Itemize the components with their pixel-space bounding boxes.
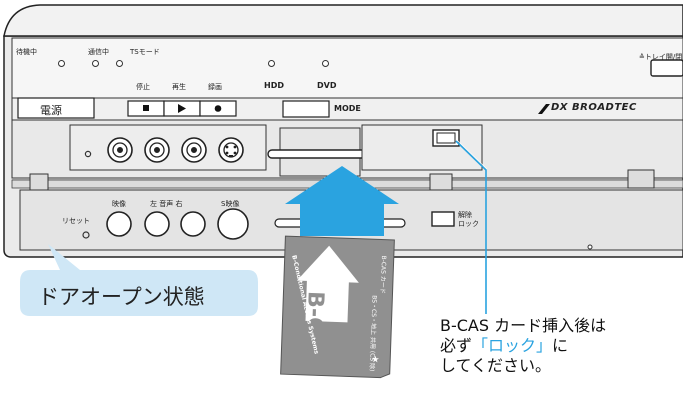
stop-button[interactable] xyxy=(128,101,164,116)
play-label: 再生 xyxy=(172,83,186,91)
lock-note-pre: 必ず xyxy=(440,336,473,355)
svideo-jack-label: S映像 xyxy=(221,200,240,208)
audio-jack-label: 左 音声 右 xyxy=(150,200,183,208)
lock-note-line2: 必ず「ロック」に xyxy=(440,336,568,356)
reset-label: リセット xyxy=(62,217,90,225)
power-button[interactable] xyxy=(18,98,94,118)
card-slot xyxy=(268,150,368,158)
video-jack-label: 映像 xyxy=(112,200,126,208)
power-label: 電源 xyxy=(40,104,62,117)
play-button[interactable] xyxy=(164,101,200,116)
brand-logo: DX BROADTEC xyxy=(551,102,637,113)
door-open-callout: ドアオープン状態 xyxy=(38,285,205,309)
bcas-card: B-CAS B-Conditional Access Systems B-CAS… xyxy=(287,250,391,375)
record-label: 録画 xyxy=(208,83,222,91)
ts-mode-label: TSモード xyxy=(130,48,160,56)
bcas-card-small-text: B-CAS カード xyxy=(378,255,388,294)
dvd-indicator xyxy=(322,60,329,67)
lock-note-line1: B-CAS カード挿入後は xyxy=(440,316,607,335)
card-lock-switch[interactable] xyxy=(433,130,459,146)
standby-indicator xyxy=(58,60,65,67)
lock-note-highlight: 「ロック」 xyxy=(472,336,553,355)
mode-label: MODE xyxy=(334,104,361,113)
tray-label: ≙トレイ開/閉 xyxy=(639,53,683,61)
mode-button[interactable] xyxy=(283,101,329,117)
hdd-indicator xyxy=(268,60,275,67)
lock-note-post: に xyxy=(552,336,569,355)
lock-note-line3: してください。 xyxy=(440,356,552,375)
tray-open-close-button[interactable] xyxy=(651,60,683,76)
hdd-label: HDD xyxy=(264,81,284,90)
reset-button[interactable] xyxy=(83,232,89,238)
star-icon: ★ xyxy=(371,355,380,366)
stop-label: 停止 xyxy=(136,83,150,91)
release-lock-label: 解除 ロック xyxy=(458,211,479,228)
dvd-label: DVD xyxy=(317,81,337,90)
comm-indicator xyxy=(92,60,99,67)
ts-mode-indicator xyxy=(116,60,123,67)
record-button[interactable] xyxy=(200,101,236,116)
standby-label: 待機中 xyxy=(16,48,37,56)
comm-label: 通信中 xyxy=(88,48,109,56)
